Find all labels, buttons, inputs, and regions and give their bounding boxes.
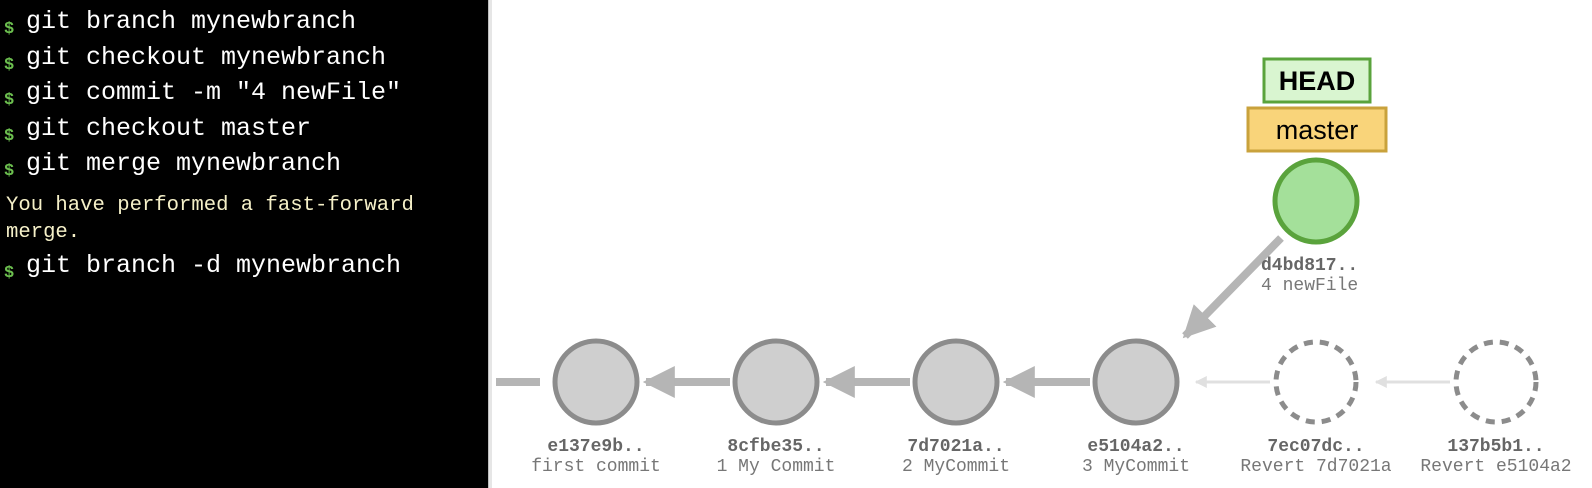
head-tag-text: HEAD [1279,66,1356,96]
commit-message: Revert e5104a2 [1420,457,1571,477]
commit-node-d4bd817[interactable]: d4bd817.. 4 newFile [1261,157,1360,296]
commit-node-137b5b1[interactable]: 137b5b1.. Revert e5104a2 [1420,339,1572,477]
console-command: $ git merge mynewbranch [4,150,488,186]
prompt-icon: $ [4,55,15,75]
prompt-icon: $ [4,91,15,110]
commit-node-7d7021a[interactable]: 7d7021a.. 2 MyCommit [902,338,1010,477]
command-text: git commit -m "4 newFile" [26,78,402,107]
commit-node-8cfbe35[interactable]: 8cfbe35.. 1 My Commit [717,338,836,477]
commit-sha: e137e9b.. [547,437,644,457]
commit-circle[interactable] [732,338,820,426]
commit-sha: e5104a2.. [1087,437,1184,457]
commit-circle-ghost[interactable] [1273,339,1359,425]
prompt-icon: $ [4,263,15,283]
panel-divider[interactable] [488,0,492,488]
console-command: $ git commit -m "4 newFile" [4,79,488,115]
commit-message: first commit [531,457,661,477]
commit-sha: 8cfbe35.. [727,437,824,457]
branch-label-master[interactable]: master [1246,106,1388,153]
console-command: $ git checkout mynewbranch [4,42,488,80]
commit-message: 3 MyCommit [1082,457,1190,477]
console-command: $ git branch -d mynewbranch [4,250,488,288]
command-text: git checkout mynewbranch [26,42,387,72]
commit-node-e5104a2[interactable]: e5104a2.. 3 MyCommit [1082,338,1190,477]
console-command: $ git branch mynewbranch [4,8,488,44]
commit-sha: 7d7021a.. [907,437,1004,457]
console-output: You have performed a fast-forward merge. [6,193,414,244]
commit-circle[interactable] [912,338,1000,426]
command-text: git branch mynewbranch [26,7,357,36]
head-tag-box[interactable] [1262,57,1372,104]
commit-message: Revert 7d7021a [1240,457,1391,477]
branch-tag-text: master [1276,115,1359,145]
commit-circle-active[interactable] [1272,157,1360,245]
console-panel: $ git branch mynewbranch $ git checkout myn… [0,0,488,488]
console-command: $ git checkout master [4,113,488,151]
commit-message: 2 MyCommit [902,457,1010,477]
commit-circle-ghost[interactable] [1453,339,1539,425]
commit-message: 1 My Commit [717,457,836,477]
commit-message: 4 newFile [1261,276,1358,296]
prompt-icon: $ [4,162,15,181]
commit-circle[interactable] [1092,338,1180,426]
branch-tag-box[interactable] [1246,106,1388,153]
commit-circle[interactable] [552,338,640,426]
commit-sha: 137b5b1.. [1447,437,1544,457]
commit-node-e137e9b[interactable]: e137e9b.. first commit [531,338,661,477]
commit-sha: 7ec07dc.. [1267,437,1364,457]
commit-node-7ec07dc[interactable]: 7ec07dc.. Revert 7d7021a [1240,339,1392,477]
prompt-icon: $ [4,20,15,39]
console-history: $ git branch mynewbranch $ git checkout myn… [4,8,488,287]
edge-d4bd817-to-e5104a2 [1182,235,1284,339]
commit-sha: d4bd817.. [1261,256,1358,276]
command-text: git branch -d mynewbranch [26,250,402,280]
head-label[interactable]: HEAD [1262,57,1372,104]
commit-nodes: e137e9b.. first commit 8cfbe35.. 1 My Co… [531,157,1572,477]
command-text: git checkout master [26,113,312,143]
commit-edges [496,235,1450,398]
command-text: git merge mynewbranch [26,149,342,178]
prompt-icon: $ [4,126,15,146]
